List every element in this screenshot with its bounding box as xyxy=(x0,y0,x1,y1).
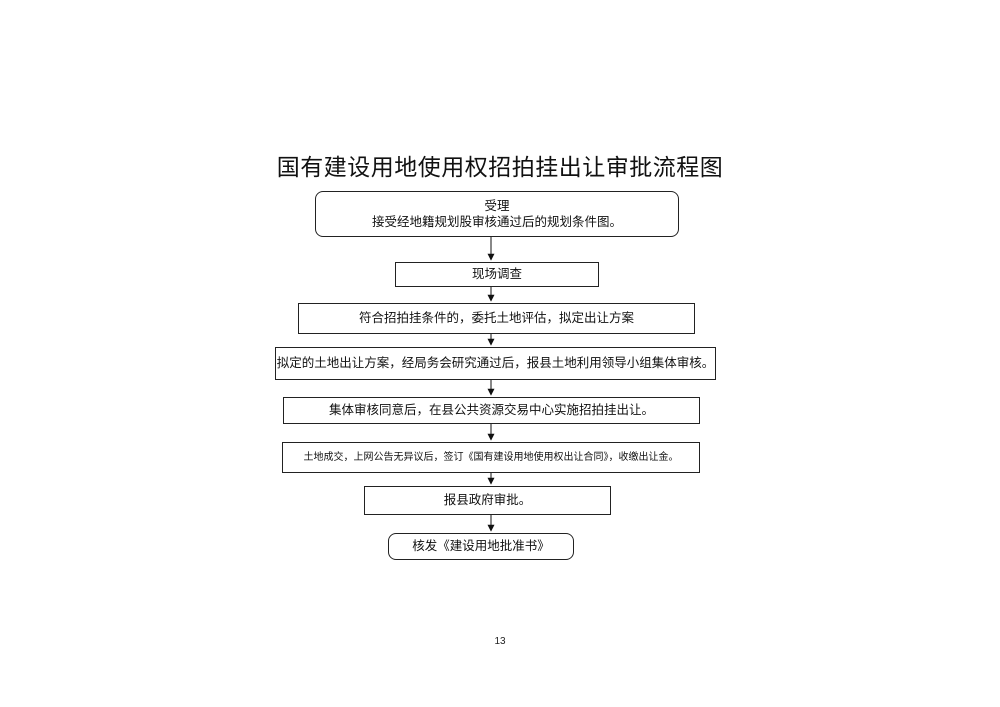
step-accept: 受理 接受经地籍规划股审核通过后的规划条件图。 xyxy=(315,191,679,237)
step-site-survey-label: 现场调查 xyxy=(471,266,522,282)
step-public-auction: 集体审核同意后，在县公共资源交易中心实施招拍挂出让。 xyxy=(283,397,700,424)
step-accept-heading: 受理 xyxy=(484,197,510,213)
step-contract-label: 土地成交，上网公告无异议后，签订《国有建设用地使用权出让合同》，收缴出让金。 xyxy=(303,452,679,463)
step-accept-detail: 接受经地籍规划股审核通过后的规划条件图。 xyxy=(371,214,622,229)
step-government-approval-label: 报县政府审批。 xyxy=(443,492,532,508)
step-appraisal-label: 符合招拍挂条件的，委托土地评估，拟定出让方案 xyxy=(358,310,634,326)
step-issue-certificate-label: 核发《建设用地批准书》 xyxy=(412,538,550,554)
step-public-auction-label: 集体审核同意后，在县公共资源交易中心实施招拍挂出让。 xyxy=(328,402,654,418)
step-bureau-review-label: 拟定的土地出让方案，经局务会研究通过后，报县土地利用领导小组集体审核。 xyxy=(276,355,715,371)
step-contract: 土地成交，上网公告无异议后，签订《国有建设用地使用权出让合同》，收缴出让金。 xyxy=(282,442,700,473)
step-appraisal: 符合招拍挂条件的，委托土地评估，拟定出让方案 xyxy=(298,303,695,334)
page-title: 国有建设用地使用权招拍挂出让审批流程图 xyxy=(276,155,724,181)
step-bureau-review: 拟定的土地出让方案，经局务会研究通过后，报县土地利用领导小组集体审核。 xyxy=(275,347,716,380)
page-number: 13 xyxy=(494,636,506,647)
step-issue-certificate: 核发《建设用地批准书》 xyxy=(388,533,574,560)
step-government-approval: 报县政府审批。 xyxy=(364,486,611,515)
step-site-survey: 现场调查 xyxy=(395,262,599,287)
